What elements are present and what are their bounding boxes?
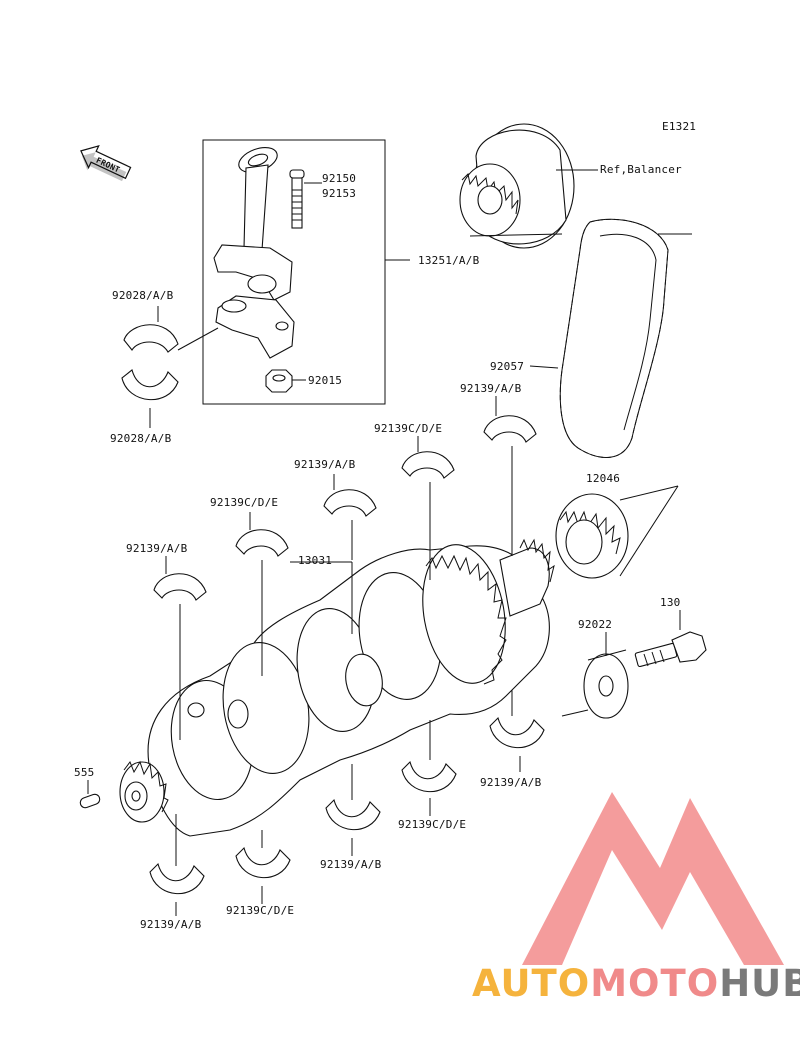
main-bearing-5-part: [483, 415, 537, 443]
part-label-92139c-c: 92139C/D/E: [398, 818, 466, 831]
front-arrow-icon: FRONT: [80, 144, 132, 182]
part-label-92028-top: 92028/A/B: [112, 289, 174, 302]
connecting-rod-part: [213, 147, 293, 301]
washer-part: [583, 653, 629, 719]
dowel-pin-part: [79, 793, 101, 809]
part-label-92028-bottom: 92028/A/B: [110, 432, 172, 445]
main-bearing-4-part: [401, 451, 455, 479]
part-label-92139-c: 92139/A/B: [126, 542, 188, 555]
conrod-bearing-upper-part: [123, 324, 179, 353]
conrod-bearing-lower-part: [121, 369, 179, 401]
part-label-13031: 13031: [298, 554, 332, 567]
main-bearing-6-part: [489, 716, 545, 749]
main-bearing-3-part: [323, 489, 377, 517]
part-label-555: 555: [74, 766, 94, 779]
conrod-nut-part: [265, 369, 293, 393]
part-label-92139-a: 92139/A/B: [460, 382, 522, 395]
part-label-92139c-a: 92139C/D/E: [374, 422, 442, 435]
part-label-130: 130: [660, 596, 680, 609]
part-label-92139-e: 92139/A/B: [320, 858, 382, 871]
balancer-gear-part: [459, 123, 575, 249]
conrod-bolt-part: [289, 169, 305, 229]
conrod-bracket: [202, 139, 386, 405]
main-bearing-8-part: [325, 798, 381, 831]
watermark-brand: AUTOMOTOHUB: [472, 962, 800, 1005]
part-label-92139-f: 92139/A/B: [140, 918, 202, 931]
main-bearing-1-part: [153, 573, 207, 601]
crank-gear-part: [555, 493, 629, 579]
diagram-code: E1321: [662, 120, 696, 133]
conrod-cap-part: [215, 295, 295, 359]
part-label-92139c-d: 92139C/D/E: [226, 904, 294, 917]
part-label-ref-balancer: Ref,Balancer: [600, 163, 682, 176]
part-label-92139-d: 92139/A/B: [480, 776, 542, 789]
part-label-92150: 92150: [322, 172, 356, 185]
part-label-92139-b: 92139/A/B: [294, 458, 356, 471]
main-bearing-2-part: [235, 529, 289, 557]
part-label-92153: 92153: [322, 187, 356, 200]
watermark-logo-icon: [522, 792, 784, 965]
balancer-chain-part: [559, 218, 669, 458]
crankshaft-part: [119, 538, 555, 837]
main-bearing-7-part: [401, 760, 457, 793]
main-bearing-10-part: [149, 862, 205, 895]
part-label-92015: 92015: [308, 374, 342, 387]
part-label-92022: 92022: [578, 618, 612, 631]
part-label-92057: 92057: [490, 360, 524, 373]
main-bearing-9-part: [235, 846, 291, 879]
part-label-13251: 13251/A/B: [418, 254, 480, 267]
bolt-part: [634, 631, 707, 668]
part-label-92139c-b: 92139C/D/E: [210, 496, 278, 509]
part-label-12046: 12046: [586, 472, 620, 485]
